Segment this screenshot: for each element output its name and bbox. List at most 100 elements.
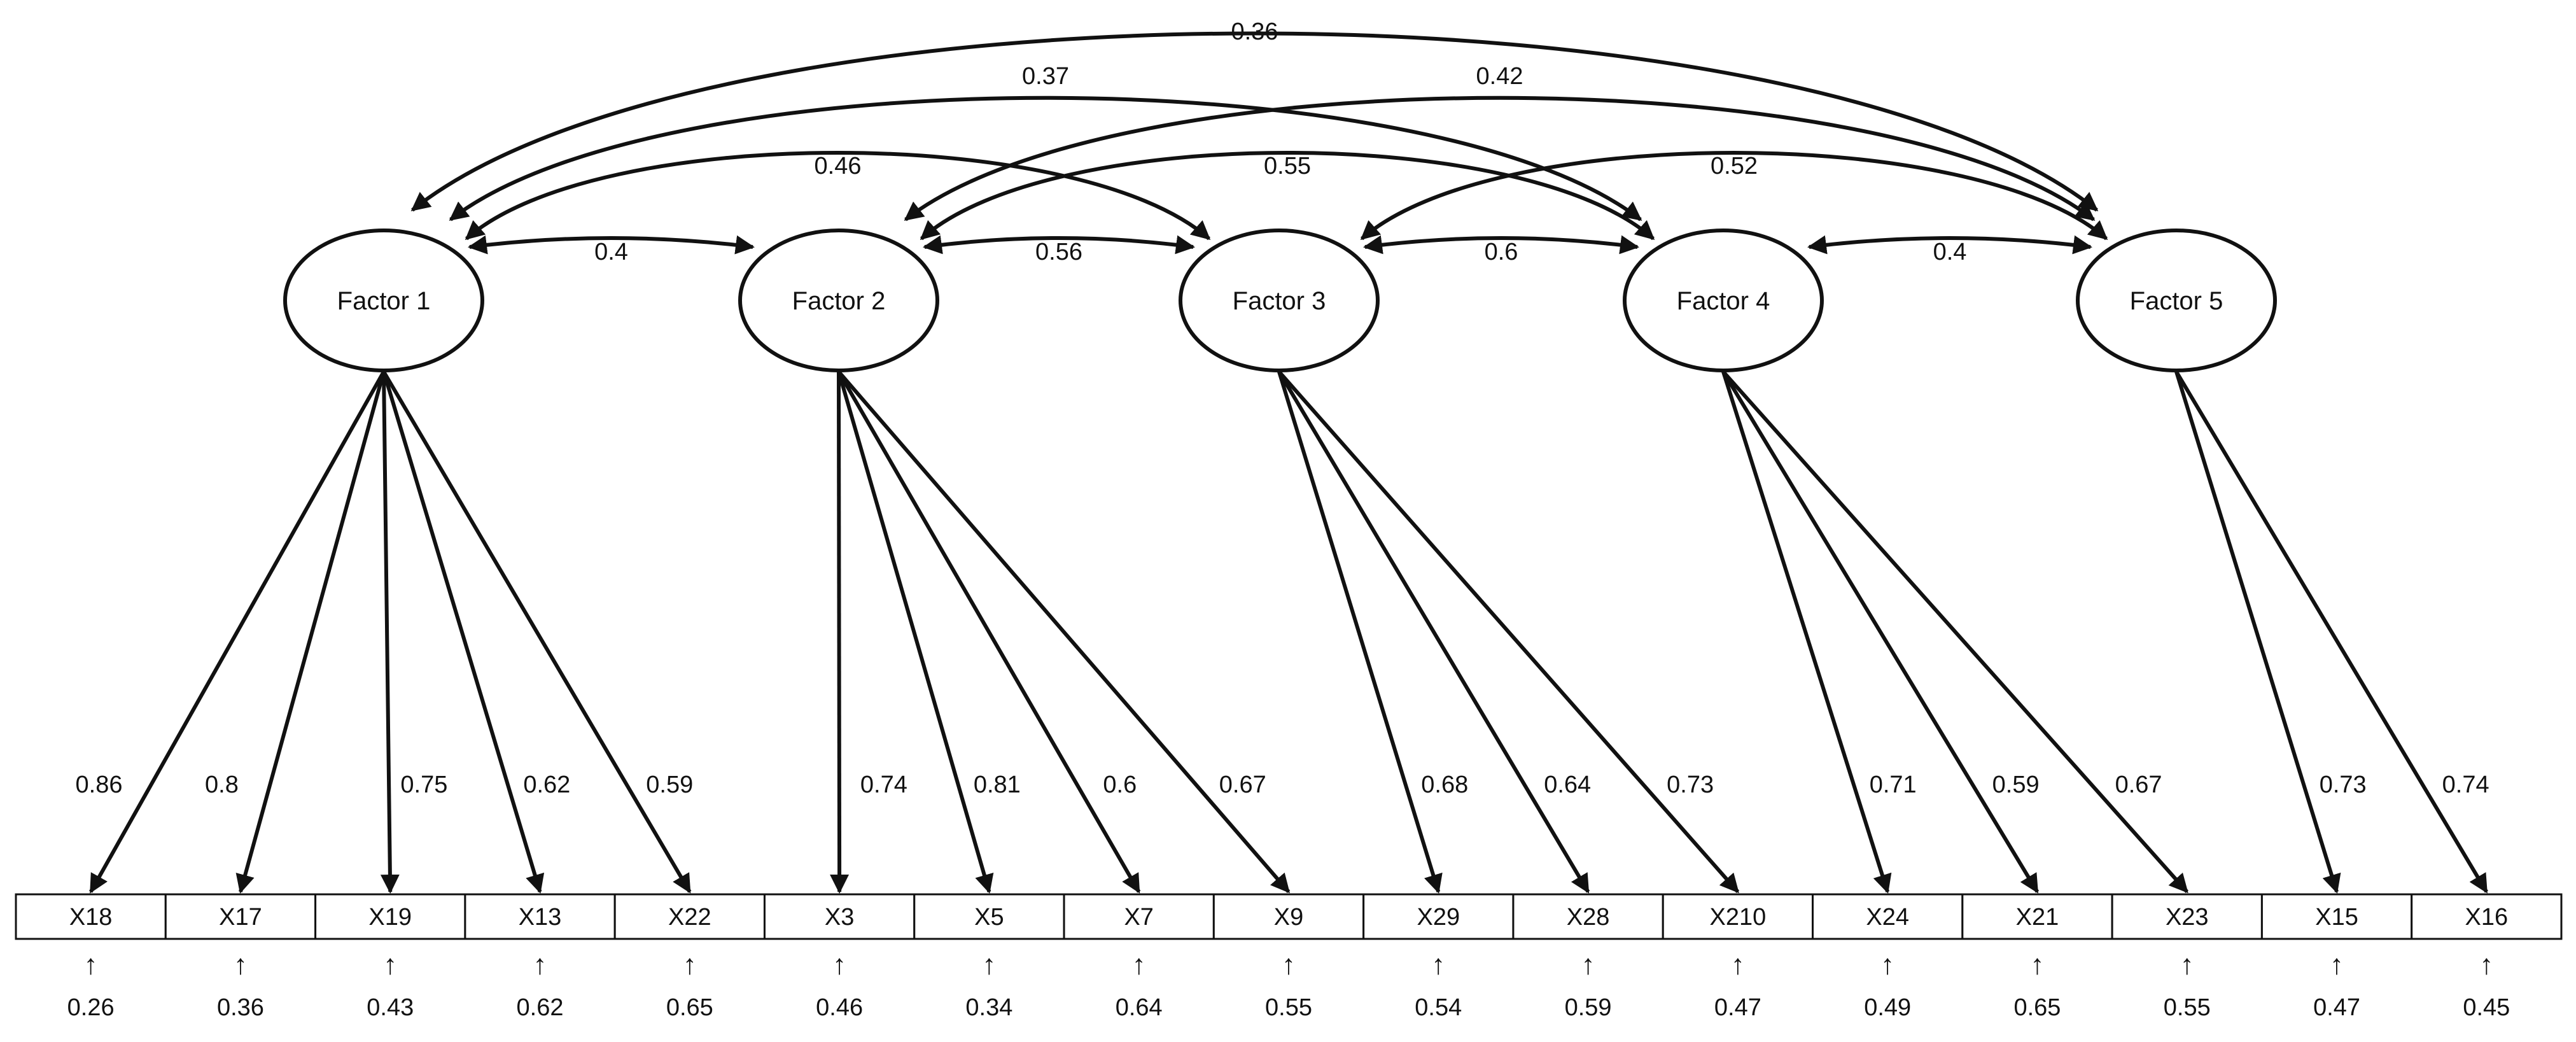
indicator-label: X22: [668, 904, 711, 931]
factor-node: Factor 5: [2076, 229, 2277, 372]
error-arrow-icon: ↑: [1431, 949, 1445, 980]
factor-label: Factor 1: [337, 287, 431, 315]
factor-node: Factor 1: [283, 229, 484, 372]
error-value: 0.26: [67, 994, 115, 1021]
indicator-box: [763, 893, 916, 940]
loading-value: 0.73: [2320, 771, 2367, 798]
indicator-label: X18: [69, 904, 113, 931]
loading-value: 0.6: [1103, 771, 1137, 798]
indicator-box: [1662, 893, 1814, 940]
loading-value: 0.73: [1667, 771, 1714, 798]
loading-value: 0.59: [646, 771, 693, 798]
error-arrow-icon: ↑: [533, 949, 547, 980]
factor-label: Factor 4: [1677, 287, 1770, 315]
correlation-arc: [904, 95, 2096, 222]
error-arrow-icon: ↑: [2330, 949, 2344, 980]
loading-value: 0.64: [1544, 771, 1591, 798]
error-value: 0.55: [2164, 994, 2211, 1021]
correlation-value: 0.4: [1933, 239, 1967, 265]
indicator-label: X15: [2315, 904, 2358, 931]
factor-label: Factor 2: [792, 287, 886, 315]
factor-node: Factor 2: [738, 229, 939, 372]
indicator-box: [2111, 893, 2263, 940]
indicator-box: [314, 893, 466, 940]
loading-value: 0.75: [400, 771, 447, 798]
factor-loading-arrows: [89, 370, 2488, 894]
factor-label: Factor 3: [1233, 287, 1326, 315]
indicator-box: [913, 893, 1065, 940]
factor-node: Factor 4: [1623, 229, 1824, 372]
loading-arrow: [382, 370, 692, 894]
indicator-label: X19: [368, 904, 412, 931]
correlation-value: 0.6: [1485, 239, 1518, 265]
indicator-label: X7: [1124, 904, 1153, 931]
loading-value: 0.81: [974, 771, 1021, 798]
correlation-value: 0.36: [1231, 18, 1278, 45]
loading-arrow: [89, 370, 386, 894]
indicator-box: [1961, 893, 2113, 940]
error-value: 0.62: [517, 994, 564, 1021]
loading-arrow: [1721, 371, 1892, 894]
correlation-value: 0.46: [815, 153, 862, 180]
error-arrow-icon: ↑: [1581, 949, 1595, 980]
loading-arrow: [837, 371, 994, 894]
factor-ellipse: [283, 229, 484, 372]
error-value: 0.47: [1714, 994, 1761, 1021]
indicator-box: [1063, 893, 1215, 940]
correlation-value: 0.4: [594, 239, 628, 265]
loading-value: 0.71: [1870, 771, 1917, 798]
loading-value: 0.8: [205, 771, 239, 798]
indicator-box: [164, 893, 317, 940]
loading-value: 0.67: [2115, 771, 2162, 798]
loading-value: 0.86: [76, 771, 123, 798]
error-arrow-icon: ↑: [1282, 949, 1296, 980]
indicator-label: X28: [1567, 904, 1610, 931]
loading-arrow: [235, 371, 386, 894]
error-arrow-icon: ↑: [2479, 949, 2493, 980]
error-value: 0.43: [367, 994, 414, 1021]
loading-value: 0.67: [1219, 771, 1266, 798]
indicator-label: X9: [1274, 904, 1303, 931]
indicator-label: X17: [219, 904, 262, 931]
error-arrow-icon: ↑: [2030, 949, 2044, 980]
loading-value: 0.68: [1421, 771, 1468, 798]
indicator-label: X210: [1710, 904, 1767, 931]
error-value: 0.45: [2463, 994, 2510, 1021]
loading-arrow: [837, 370, 1141, 894]
error-arrow-icon: ↑: [2180, 949, 2194, 980]
error-value: 0.36: [217, 994, 264, 1021]
indicator-box: [2411, 893, 2563, 940]
indicator-label: X13: [519, 904, 562, 931]
indicator-label: X5: [974, 904, 1004, 931]
indicator-label: X16: [2465, 904, 2509, 931]
error-arrow-icon: ↑: [982, 949, 996, 980]
correlation-value: 0.42: [1476, 63, 1523, 90]
loading-arrow: [2174, 371, 2341, 894]
error-arrow-icon: ↑: [1880, 949, 1894, 980]
indicator-box: [1812, 893, 1964, 940]
loading-arrow: [1277, 370, 1590, 894]
error-arrow-icon: ↑: [383, 949, 397, 980]
correlation-value: 0.56: [1035, 239, 1082, 265]
indicator-box: [464, 893, 616, 940]
indicator-label: X24: [1866, 904, 1909, 931]
factor-label: Factor 5: [2130, 287, 2223, 315]
loading-value: 0.62: [523, 771, 570, 798]
loading-arrow: [1277, 371, 1443, 894]
factor-ellipse: [1623, 229, 1824, 372]
correlation-arc: [410, 31, 2099, 212]
loading-arrow: [382, 371, 545, 894]
indicator-label: X21: [2016, 904, 2059, 931]
error-value: 0.34: [965, 994, 1012, 1021]
loading-arrow: [1277, 370, 1740, 894]
indicator-label: X29: [1417, 904, 1460, 931]
latent-factors: Factor 1 Factor 2 Factor 3 Factor 4 Fact…: [283, 229, 2277, 372]
loading-arrow: [1721, 370, 2040, 894]
error-value: 0.46: [816, 994, 863, 1021]
error-value: 0.64: [1116, 994, 1163, 1021]
indicator-box: [1362, 893, 1515, 940]
loading-value: 0.59: [1992, 771, 2040, 798]
error-arrow-icon: ↑: [683, 949, 697, 980]
error-arrow-icon: ↑: [1132, 949, 1146, 980]
